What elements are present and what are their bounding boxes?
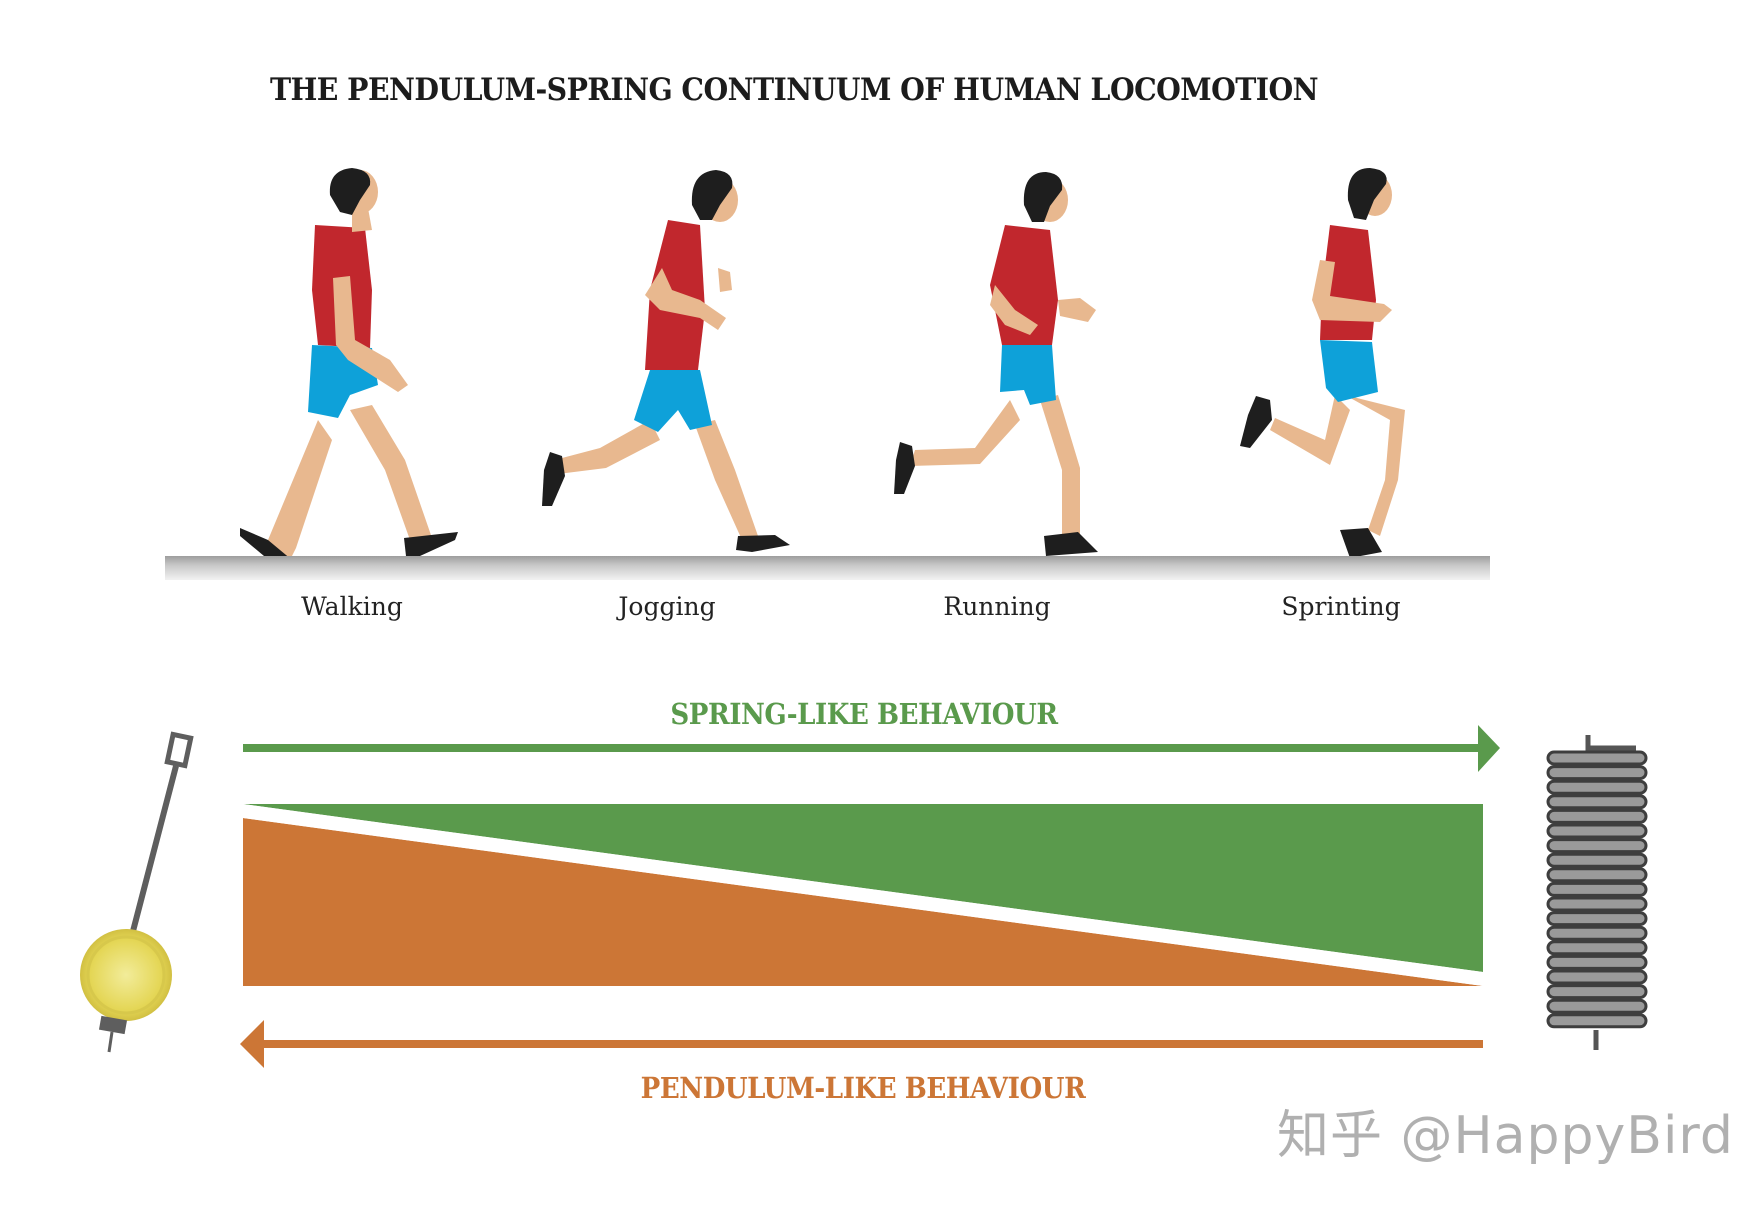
gait-label-running: Running: [943, 592, 1051, 621]
gait-label-jogging: Jogging: [618, 592, 716, 621]
ground-line: [165, 556, 1490, 580]
jogging-figure: [542, 170, 790, 552]
spring-behaviour-arrow: [243, 725, 1500, 772]
watermark: 知乎 @HappyBird: [1277, 1106, 1734, 1166]
gait-label-sprinting: Sprinting: [1281, 592, 1401, 621]
pendulum-icon: [80, 731, 194, 1053]
sprinting-figure: [1240, 168, 1405, 558]
coil-spring-icon: [1546, 735, 1648, 1050]
walking-figure: [240, 168, 458, 566]
gait-label-walking: Walking: [301, 592, 403, 621]
pendulum-behaviour-arrow: [240, 1020, 1483, 1068]
pendulum-behaviour-label: PENDULUM-LIKE BEHAVIOUR: [640, 1071, 1086, 1105]
running-figure: [894, 172, 1098, 556]
spring-behaviour-label: SPRING-LIKE BEHAVIOUR: [670, 697, 1058, 731]
diagram-title: THE PENDULUM-SPRING CONTINUUM OF HUMAN L…: [270, 72, 1319, 108]
wedge-separator: [243, 804, 1483, 986]
